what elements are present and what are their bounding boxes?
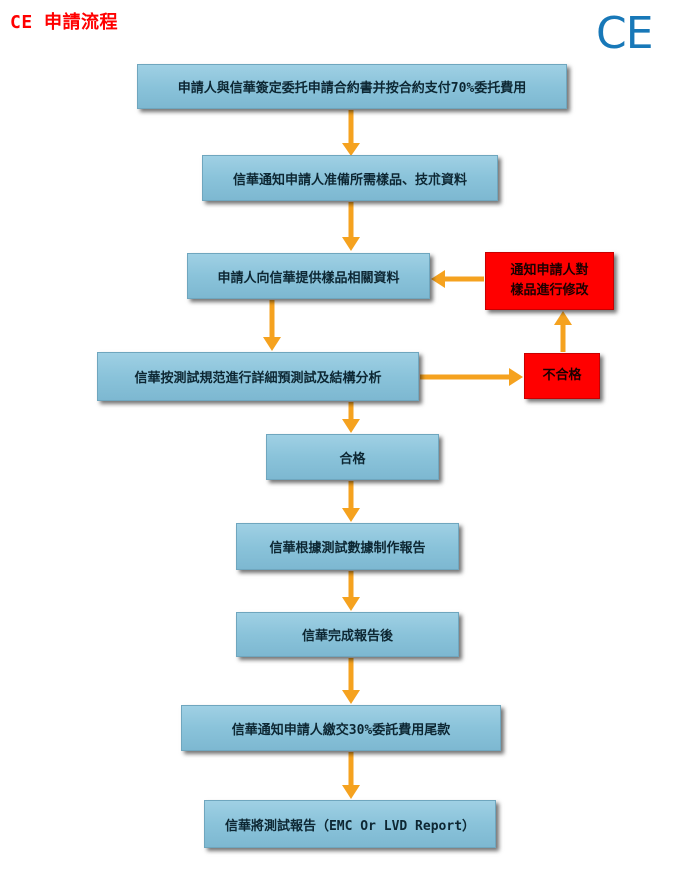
step-1-contract: 申請人與信華簽定委托申請合約書并按合約支付70%委托費用 bbox=[137, 64, 567, 109]
arrowhead-step8 bbox=[342, 690, 360, 704]
arrowhead-step3 bbox=[342, 237, 360, 251]
step-6-prepare-report: 信華根據測試數據制作報告 bbox=[236, 523, 459, 570]
ce-mark-logo: CE bbox=[596, 8, 654, 59]
arrowhead-fail bbox=[509, 368, 523, 386]
step-3-provide-samples: 申請人向信華提供樣品相關資料 bbox=[187, 253, 430, 299]
step-2-notify-prepare-samples: 信華通知申請人准備所需樣品、技朮資料 bbox=[202, 155, 498, 201]
step-9-deliver-report: 信華將測試報告（EMC Or LVD Report） bbox=[204, 800, 496, 848]
notify-modify-line-1: 通知申請人對 bbox=[510, 263, 589, 278]
step-8-pay-balance: 信華通知申請人繳交30%委託費用尾款 bbox=[181, 705, 501, 751]
notify-modify-line-2: 樣品進行修改 bbox=[510, 283, 589, 298]
notify-modify-box: 通知申請人對 樣品進行修改 bbox=[485, 252, 614, 310]
arrowhead-step7 bbox=[342, 597, 360, 611]
page-title: CE 申請流程 bbox=[10, 12, 119, 33]
step-4-pretest-analysis: 信華按測試規范進行詳細預測試及結構分析 bbox=[97, 352, 419, 401]
arrowhead-step4 bbox=[263, 337, 281, 351]
step-7-report-complete: 信華完成報告後 bbox=[236, 612, 459, 657]
arrowhead-step2 bbox=[342, 143, 360, 156]
arrowhead-step9 bbox=[342, 785, 360, 799]
arrowhead-notify bbox=[554, 311, 572, 325]
arrowhead-step6 bbox=[342, 508, 360, 522]
arrowhead-step3-return bbox=[431, 270, 445, 288]
arrowhead-pass bbox=[342, 419, 360, 433]
fail-box: 不合格 bbox=[524, 353, 600, 399]
step-5-pass: 合格 bbox=[266, 434, 439, 480]
